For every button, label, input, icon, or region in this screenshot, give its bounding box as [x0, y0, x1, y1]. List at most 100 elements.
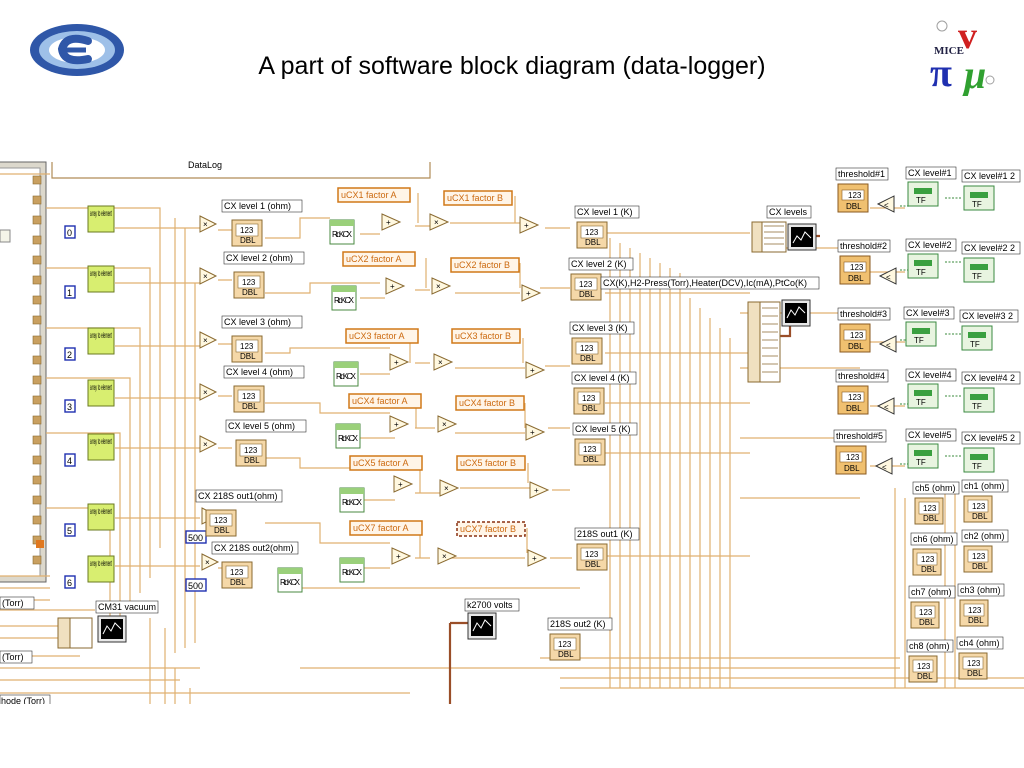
index-constant: 1 [67, 288, 72, 298]
cx-level-bool-label: CX level#2 [908, 240, 952, 250]
indicator-value: 123 [921, 555, 935, 564]
channel-right-label: ch1 (ohm) [964, 481, 1005, 491]
compare-node [876, 195, 895, 213]
arith-node [391, 547, 412, 565]
array-to-element-text: array to element [90, 437, 112, 446]
arith-node [519, 216, 540, 234]
bool2-tf: TF [972, 462, 982, 471]
factor-b-label: uCX3 factor B [455, 331, 511, 341]
factor-a-label: uCX1 factor A [341, 190, 397, 200]
bool-tf: TF [916, 196, 926, 205]
indicator-unit: DBL [917, 672, 933, 681]
cx-level-bool2-label: CX level#2 2 [964, 243, 1015, 253]
bool-tf: TF [916, 458, 926, 467]
indicator-value: 123 [244, 446, 258, 455]
bool-tf: TF [914, 336, 924, 345]
index-constant: 5 [67, 526, 72, 536]
arith-symbol: × [438, 358, 443, 367]
boolean-indicator-2: TF [961, 325, 993, 351]
indicator-unit: DBL [579, 290, 595, 299]
cx-level-ohm-label: CX 218S out2(ohm) [214, 543, 294, 553]
bool2-tf: TF [972, 200, 982, 209]
arith-node [437, 415, 458, 433]
arith-symbol: + [534, 486, 539, 495]
boolean-indicator-2: TF [963, 387, 995, 413]
indicator-value: 123 [582, 394, 596, 403]
bool-tf: TF [916, 268, 926, 277]
multiply-node [201, 553, 220, 571]
index-constant-box [64, 575, 76, 589]
index-constant: 0 [67, 228, 72, 238]
cx-level-ohm-label: CX level 1 (ohm) [224, 201, 291, 211]
compare-symbol: < [886, 273, 891, 282]
indicator-unit: DBL [972, 512, 988, 521]
threshold-value: 123 [848, 191, 862, 200]
rtok-text: RtoK CX [342, 498, 363, 507]
arith-node [433, 353, 454, 371]
threshold-label: threshold#2 [840, 241, 887, 251]
arith-node [389, 415, 410, 433]
indicator-value: 123 [917, 662, 931, 671]
array-to-element-block: array to element [87, 379, 115, 407]
indicator-value: 123 [242, 278, 256, 287]
cx-level-ohm-label: CX 218S out1(ohm) [198, 491, 278, 501]
const-500: 500 [188, 581, 203, 591]
rtok-block: RtoK CX [335, 423, 361, 449]
multiply-node [199, 215, 218, 233]
indicator-unit: DBL [919, 618, 935, 627]
const-500: 500 [188, 533, 203, 543]
multi-graph-label: CX(K),H2-Press(Torr),Heater(DCV),Ic(mA),… [603, 278, 807, 288]
arith-node [521, 284, 542, 302]
threshold-label: threshold#4 [838, 371, 885, 381]
cx-level-k-label: 218S out1 (K) [577, 529, 633, 539]
factor-b-box [451, 328, 521, 344]
arith-symbol: × [442, 420, 447, 429]
arith-node [393, 475, 414, 493]
arith-node [381, 213, 402, 231]
factor-a-label: uCX7 factor A [353, 523, 409, 533]
arith-node [527, 549, 548, 567]
indicator-unit: DBL [242, 288, 258, 297]
arith-symbol: + [524, 221, 529, 230]
cx-level-ohm-label: CX level 3 (ohm) [224, 317, 291, 327]
left-label-1: (Torr) [2, 598, 24, 608]
array-to-element-block: array to element [87, 503, 115, 531]
array-to-element-block: array to element [87, 433, 115, 461]
rtok-block: RtoK CX [339, 557, 365, 583]
rtok-block: RtoK CX [277, 567, 303, 593]
arith-node [437, 547, 458, 565]
factor-a-label: uCX3 factor A [349, 331, 405, 341]
boolean-indicator: TF [905, 321, 937, 347]
threshold-value: 123 [848, 393, 862, 402]
cx-level-bool2-label: CX level#4 2 [964, 373, 1015, 383]
boolean-indicator-2: TF [963, 185, 995, 211]
boolean-indicator: TF [907, 181, 939, 207]
indicator-unit: DBL [240, 236, 256, 245]
indicator-unit: DBL [242, 402, 258, 411]
index-constant: 4 [67, 456, 72, 466]
rtok-text: RtoK CX [342, 568, 363, 577]
cx-level-ohm-label: CX level 4 (ohm) [226, 367, 293, 377]
threshold-unit: DBL [848, 274, 864, 283]
rtok-text: RtoK CX [338, 434, 359, 443]
factor-b-box [455, 395, 525, 411]
cx-levels-graph: CX levels [751, 205, 817, 253]
threshold-label: threshold#3 [840, 309, 887, 319]
cx-level-k-label: CX level 2 (K) [571, 259, 627, 269]
bool-tf: TF [916, 398, 926, 407]
indicator-unit: DBL [967, 669, 983, 678]
channel-left-label: ch6 (ohm) [913, 534, 954, 544]
cx-level-bool2-label: CX level#5 2 [964, 433, 1015, 443]
array-to-element-block: array to element [87, 555, 115, 583]
